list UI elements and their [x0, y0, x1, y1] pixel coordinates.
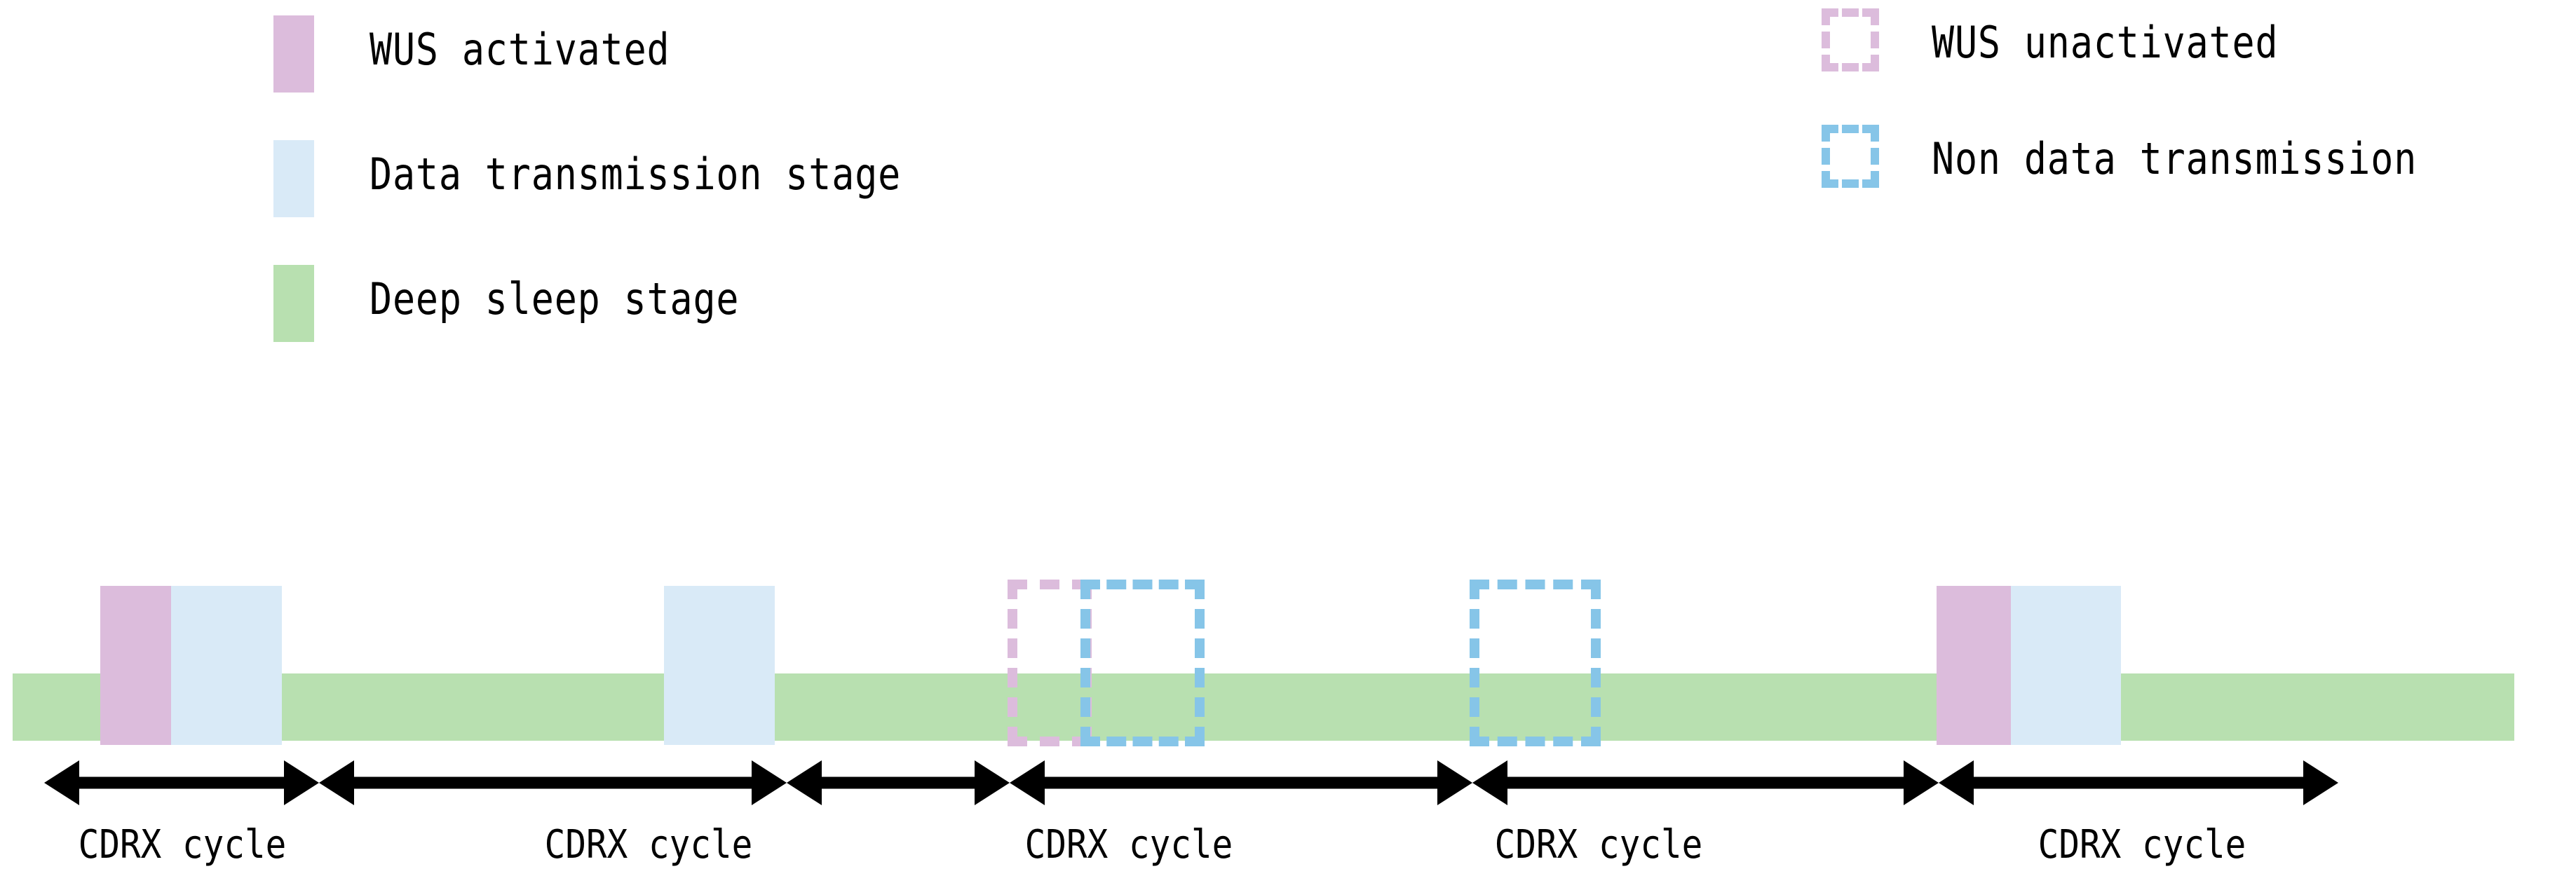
arrow-cycle-4: [1472, 760, 1939, 805]
legend-label-wus-activated: WUS activated: [370, 24, 670, 75]
arrow-cycle-2: [319, 760, 787, 805]
cycle-label-3: CDRX cycle: [1024, 822, 1233, 868]
legend-swatch-data-transmission: [273, 140, 314, 217]
block-non-data-transmission-cycle-4: [1470, 580, 1601, 746]
arrow-cycle-1: [44, 760, 319, 805]
block-data-transmission-cycle-5: [2011, 586, 2121, 745]
block-wus-unactivated-cycle-3: [1008, 580, 1092, 746]
legend-swatch-wus-activated: [273, 15, 314, 93]
legend-label-wus-unactivated: WUS unactivated: [1932, 17, 2279, 68]
legend-swatch-deep-sleep: [273, 265, 314, 342]
arrow-cycle-5: [1939, 760, 2338, 805]
block-wus-activated-cycle-5: [1937, 586, 2011, 745]
cycle-label-5: CDRX cycle: [2038, 822, 2246, 868]
cycle-label-4: CDRX cycle: [1494, 822, 1703, 868]
block-non-data-transmission-cycle-3: [1080, 580, 1205, 746]
legend-label-non-data-transmission: Non data transmission: [1932, 133, 2418, 184]
cycle-label-1: CDRX cycle: [78, 822, 287, 868]
block-wus-activated-cycle-1: [100, 586, 171, 745]
arrow-cycle-3b: [1010, 760, 1472, 805]
arrow-cycle-3a: [787, 760, 1010, 805]
legend-label-deep-sleep: Deep sleep stage: [370, 273, 740, 324]
cycle-label-2: CDRX cycle: [544, 822, 753, 868]
legend-swatch-wus-unactivated: [1822, 8, 1879, 71]
legend-label-data-transmission: Data transmission stage: [370, 149, 902, 200]
block-data-transmission-cycle-1: [171, 586, 282, 745]
block-data-transmission-cycle-2: [664, 586, 775, 745]
deep-sleep-bar: [13, 673, 2514, 741]
legend-swatch-non-data-transmission: [1822, 125, 1879, 188]
